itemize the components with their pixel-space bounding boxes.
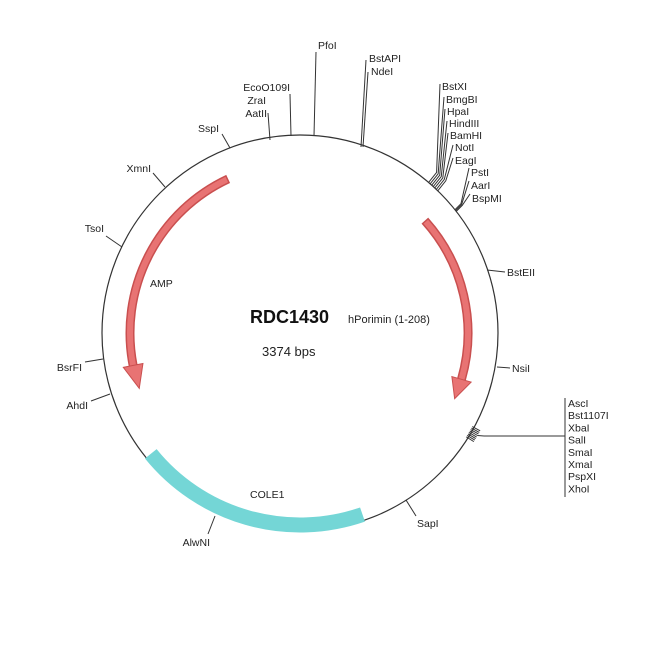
site-leader [455,180,470,211]
site-label[interactable]: NsiI [512,363,530,375]
site-tsoi[interactable]: TsoI [85,223,123,248]
insert-arrow-outline [421,217,473,381]
site-label[interactable]: BstEII [507,267,535,279]
site-sspi[interactable]: SspI [198,123,231,149]
site-label[interactable]: SapI [417,518,439,530]
site-label[interactable]: NotI [455,142,474,154]
cole1-origin-band[interactable] [144,449,365,533]
site-label[interactable]: SspI [198,123,219,135]
site-leader [429,96,445,185]
insert-arrow-head [451,375,473,400]
site-sapi[interactable]: SapI [405,499,439,530]
site-tick [469,430,478,436]
site-label[interactable]: BstXI [442,81,467,93]
site-leader [437,157,454,192]
site-label[interactable]: AatII [245,108,267,120]
site-label[interactable]: HindIII [449,118,479,130]
site-label[interactable]: AarI [471,180,490,192]
site-label[interactable]: AscI [568,398,588,410]
site-tick [467,433,476,440]
site-label[interactable]: PfoI [318,40,337,52]
site-label[interactable]: SalI [568,435,586,447]
site-tick [465,436,475,443]
site-leader [432,120,448,187]
insert-name: hPorimin (1-208) [348,314,430,326]
insert-arrow[interactable] [423,219,471,381]
site-bstapi-ndei[interactable]: BstAPI NdeI [360,53,401,148]
site-label[interactable]: BstAPI [369,53,401,65]
plasmid-size: 3374 bps [262,344,316,359]
site-label[interactable]: EcoO109I [243,82,290,94]
site-label[interactable]: HpaI [447,106,469,118]
site-label[interactable]: BspMI [472,193,502,205]
site-alwni[interactable]: AlwNI [183,515,216,549]
site-ahdi[interactable]: AhdI [66,393,111,412]
site-leader [431,108,446,186]
amp-label: AMP [150,278,173,290]
site-tick [468,432,477,438]
site-eco-zra-aat[interactable]: EcoO109I ZraI AatII [243,82,292,141]
plasmid-name: RDC1430 [250,307,329,327]
site-label[interactable]: XmaI [568,459,593,471]
site-pfoi[interactable]: PfoI [313,40,337,137]
amp-arrow-head [122,362,144,390]
site-label[interactable]: AhdI [66,400,88,412]
site-label[interactable]: BsrFI [57,362,82,374]
site-tick [472,426,481,432]
site-bsteii[interactable]: BstEII [486,267,535,279]
site-label[interactable]: XmnI [126,163,151,175]
site-leader [454,167,470,211]
amp-arrow-outline [125,174,231,367]
site-tick [471,427,480,433]
cole1-label: COLE1 [250,489,285,501]
feature-layer [122,174,473,533]
site-label[interactable]: SmaI [568,447,593,459]
site-label[interactable]: EagI [455,155,477,167]
site-label[interactable]: PstI [471,167,489,179]
site-label[interactable]: AlwNI [183,537,210,549]
site-label[interactable]: BmgBI [446,94,478,106]
site-label[interactable]: Bst1107I [568,410,609,422]
site-tick [470,429,479,435]
site-nsii[interactable]: NsiI [496,363,530,375]
site-xmni[interactable]: XmnI [126,163,166,188]
site-label[interactable]: TsoI [85,223,104,235]
site-label[interactable]: PspXI [568,471,596,483]
site-label[interactable]: XhoI [568,483,590,495]
site-leader [435,144,454,190]
amp-arrow[interactable] [127,176,229,367]
site-label[interactable]: BamHI [450,130,482,142]
site-bsrfi[interactable]: BsrFI [57,358,104,374]
site-label[interactable]: ZraI [247,95,266,107]
site-leader [428,83,441,183]
site-leader [434,132,449,189]
site-label[interactable]: NdeI [371,66,393,78]
site-label[interactable]: XbaI [568,422,590,434]
site-tick [466,434,476,441]
site-leader [455,193,471,212]
